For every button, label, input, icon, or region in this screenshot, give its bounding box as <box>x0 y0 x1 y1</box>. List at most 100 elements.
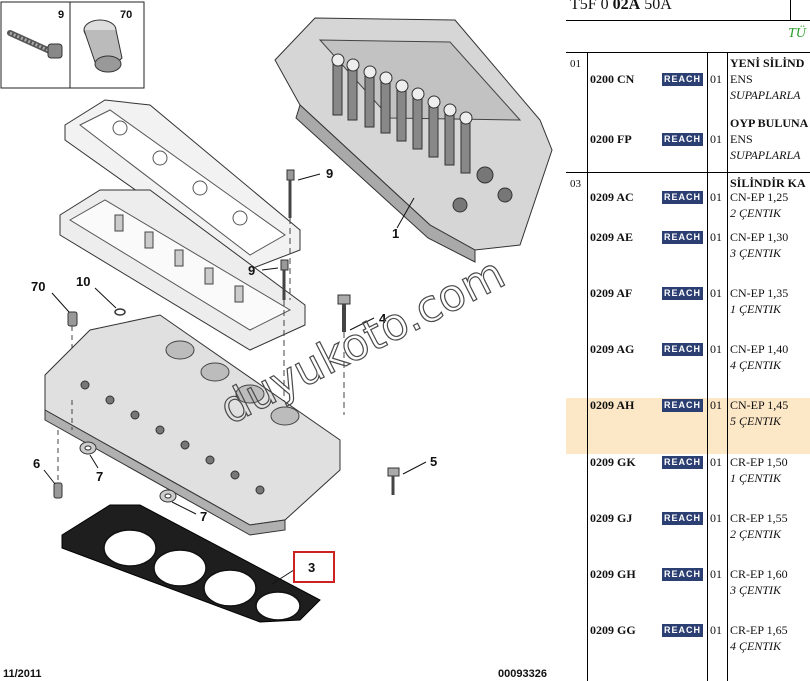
seal-7-upper[interactable] <box>79 441 97 455</box>
callout-7-upper[interactable]: 7 <box>96 469 103 484</box>
camshaft-carrier-upper-drawing[interactable] <box>64 99 301 271</box>
quantity: 01 <box>710 398 722 412</box>
callout-4[interactable]: 4 <box>379 311 387 326</box>
description-line: CR-EP 1,60 <box>730 567 788 581</box>
description-note: 1 ÇENTIK <box>730 302 782 316</box>
bolt-9-upper[interactable] <box>286 169 295 300</box>
description-note: 5 ÇENTIK <box>730 414 782 428</box>
description-line: CN-EP 1,40 <box>730 342 789 356</box>
diagram-canvas: 9 70 <box>0 1 553 680</box>
part-number[interactable]: 0200 CN <box>590 72 635 86</box>
part-number[interactable]: 0209 AC <box>590 190 634 204</box>
description-line: ENS <box>730 72 753 86</box>
inset-label-70: 70 <box>120 9 132 21</box>
description-note: 4 ÇENTIK <box>730 358 782 372</box>
reach-badge: REACH <box>662 133 703 146</box>
inset-part-9[interactable]: 9 <box>0 1 71 89</box>
group-number-03: 03 <box>570 178 581 190</box>
quantity: 01 <box>710 132 722 146</box>
part-number[interactable]: 0209 AG <box>590 342 635 356</box>
callout-70[interactable]: 70 <box>31 279 45 294</box>
description-note: 3 ÇENTIK <box>730 246 782 260</box>
reach-badge: REACH <box>662 568 703 581</box>
description-note: 1 ÇENTIK <box>730 471 782 485</box>
quantity: 01 <box>710 72 722 86</box>
reach-badge: REACH <box>662 191 703 204</box>
callout-5[interactable]: 5 <box>430 454 437 469</box>
part-number[interactable]: 0209 GH <box>590 567 636 581</box>
long-bolt-4[interactable] <box>337 294 351 415</box>
bolt-icon <box>7 30 63 59</box>
reach-badge: REACH <box>662 624 703 637</box>
quantity: 01 <box>710 286 722 300</box>
quantity: 01 <box>710 342 722 356</box>
exploded-parts-diagram: 9 70 <box>0 1 553 680</box>
part-number[interactable]: 0209 GJ <box>590 511 633 525</box>
description-note: 2 ÇENTIK <box>730 206 782 220</box>
parts-list-panel: T5F 0 02A 50A TÜ 01 0200 CN REACH 01 YEN… <box>566 0 810 681</box>
inset-label-9: 9 <box>58 9 64 21</box>
reach-badge: REACH <box>662 343 703 356</box>
description-note: 3 ÇENTIK <box>730 583 782 597</box>
bolt-5[interactable] <box>387 467 400 495</box>
description-line: CR-EP 1,65 <box>730 623 788 637</box>
dowel-sleeve-icon <box>83 19 123 73</box>
description-line: CN-EP 1,30 <box>730 230 789 244</box>
inset-part-70[interactable]: 70 <box>69 1 145 89</box>
description-title: OYP BULUNA <box>730 116 809 130</box>
part-number[interactable]: 0209 AF <box>590 286 633 300</box>
drawing-number: 00093326 <box>498 668 547 680</box>
quantity: 01 <box>710 190 722 204</box>
part-number[interactable]: 0209 GK <box>590 455 636 469</box>
part-number[interactable]: 0209 AE <box>590 230 634 244</box>
reach-badge: REACH <box>662 231 703 244</box>
oring-10[interactable] <box>114 308 126 316</box>
quantity: 01 <box>710 567 722 581</box>
table-row[interactable]: 0200 CN REACH 01 YENİ SİLİND ENS SUPAPLA… <box>566 54 810 112</box>
reach-badge: REACH <box>662 287 703 300</box>
part-number[interactable]: 0209 AH <box>590 398 635 412</box>
description-note: 4 ÇENTIK <box>730 639 782 653</box>
callout-1[interactable]: 1 <box>392 226 399 241</box>
reach-badge: REACH <box>662 512 703 525</box>
quantity: 01 <box>710 511 722 525</box>
dowel-6[interactable] <box>53 430 63 499</box>
bolt-9-lower[interactable] <box>280 259 289 430</box>
part-number[interactable]: 0209 GG <box>590 623 636 637</box>
cylinder-head-assembly-drawing[interactable] <box>274 17 553 263</box>
callout-10[interactable]: 10 <box>76 274 90 289</box>
quantity: 01 <box>710 455 722 469</box>
description-note: 2 ÇENTIK <box>730 527 782 541</box>
callout-6[interactable]: 6 <box>33 456 40 471</box>
callout-7-lower[interactable]: 7 <box>200 509 207 524</box>
description-line: ENS <box>730 132 753 146</box>
reach-badge: REACH <box>662 399 703 412</box>
group-title-03: SİLİNDİR KA <box>730 176 806 190</box>
description-line: CR-EP 1,55 <box>730 511 788 525</box>
header-subtitle: TÜ <box>788 26 806 41</box>
head-gasket-drawing[interactable] <box>61 504 321 623</box>
description-note: SUPAPLARLA <box>730 88 801 102</box>
description-note: SUPAPLARLA <box>730 148 801 162</box>
dowel-70[interactable] <box>67 311 78 365</box>
camshaft-carrier-lower-drawing[interactable] <box>59 189 306 351</box>
description-line: CN-EP 1,45 <box>730 398 789 412</box>
date-code: 11/2011 <box>3 668 42 680</box>
quantity: 01 <box>710 230 722 244</box>
description-line: CN-EP 1,25 <box>730 190 789 204</box>
cylinder-head-drawing[interactable] <box>44 314 341 536</box>
description-title: YENİ SİLİND <box>730 56 805 70</box>
reach-badge: REACH <box>662 456 703 469</box>
callout-9-upper[interactable]: 9 <box>326 166 333 181</box>
seal-7-lower[interactable] <box>159 489 177 503</box>
callout-9-lower[interactable]: 9 <box>248 263 255 278</box>
description-line: CN-EP 1,35 <box>730 286 789 300</box>
table-row[interactable]: 0200 FP REACH 01 OYP BULUNA ENS SUPAPLAR… <box>566 114 810 172</box>
highlighted-callout-box[interactable] <box>293 551 335 583</box>
description-line: CR-EP 1,50 <box>730 455 788 469</box>
group-number-01: 01 <box>570 58 581 70</box>
reach-badge: REACH <box>662 73 703 86</box>
part-number[interactable]: 0200 FP <box>590 132 632 146</box>
quantity: 01 <box>710 623 722 637</box>
callout-3[interactable]: 3 <box>308 560 315 575</box>
